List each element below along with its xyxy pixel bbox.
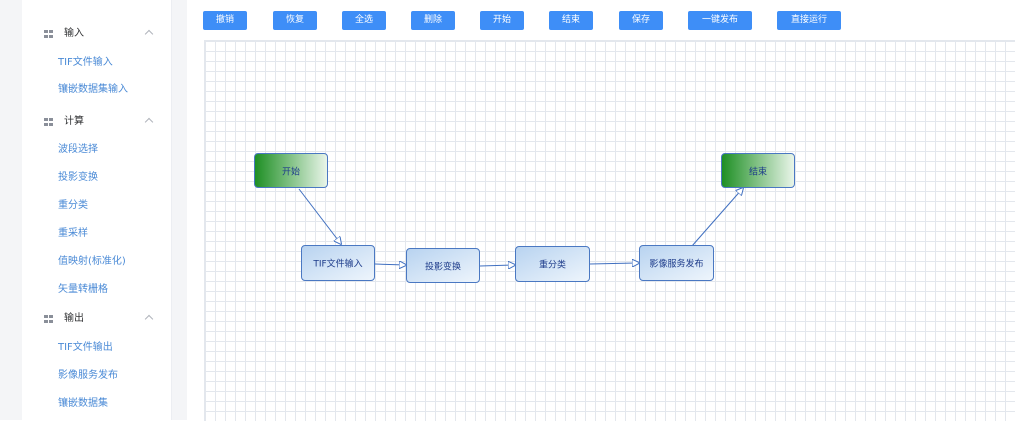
- run-directly-button[interactable]: 直接运行: [777, 11, 841, 30]
- sidebar-item-tif-input[interactable]: TIF文件输入: [58, 57, 113, 68]
- redo-button[interactable]: 恢复: [273, 11, 317, 30]
- edge-publish-to-end: [691, 188, 743, 247]
- sidebar-item-band-select[interactable]: 波段选择: [58, 144, 98, 155]
- undo-button[interactable]: 撤销: [203, 11, 247, 30]
- group-header-output[interactable]: 输出: [22, 305, 171, 333]
- flow-node-start[interactable]: 开始: [254, 153, 328, 188]
- flow-node-end[interactable]: 结束: [721, 153, 795, 188]
- one-click-publish-button[interactable]: 一键发布: [688, 11, 752, 30]
- group-label-input: 输入: [64, 28, 84, 39]
- flow-node-label: 影像服务发布: [649, 259, 704, 270]
- chevron-up-icon: [144, 117, 154, 127]
- chevron-up-icon: [144, 314, 154, 324]
- flow-edges: [298, 41, 1015, 421]
- grid-icon: [44, 315, 53, 323]
- sidebar-item-mosaic-input[interactable]: 镶嵌数据集输入: [58, 84, 128, 95]
- edge-start-to-tif: [298, 188, 341, 244]
- grid-icon: [44, 30, 53, 38]
- save-button[interactable]: 保存: [619, 11, 663, 30]
- flow-canvas[interactable]: 开始 结束 TIF文件输入 投影变换 重分类 影像服务发布: [204, 40, 1015, 421]
- group-label-compute: 计算: [64, 116, 84, 127]
- start-button[interactable]: 开始: [480, 11, 524, 30]
- flow-node-image-publish[interactable]: 影像服务发布: [639, 245, 714, 281]
- sidebar-item-tif-output[interactable]: TIF文件输出: [58, 342, 113, 353]
- flow-node-reclassify[interactable]: 重分类: [515, 246, 590, 282]
- flow-node-label: 投影变换: [424, 262, 461, 272]
- flow-node-label: 结束: [748, 167, 767, 177]
- group-header-compute[interactable]: 计算: [22, 108, 171, 136]
- flow-node-label: 开始: [281, 167, 300, 177]
- flow-node-tif-input[interactable]: TIF文件输入: [301, 245, 375, 281]
- grid-icon: [44, 118, 53, 126]
- sidebar-item-vector-to-raster[interactable]: 矢量转栅格: [58, 284, 108, 295]
- sidebar-item-reclassify[interactable]: 重分类: [58, 200, 88, 211]
- sidebar-item-projection[interactable]: 投影变换: [58, 172, 98, 183]
- sidebar-item-image-publish[interactable]: 影像服务发布: [58, 370, 118, 381]
- select-all-button[interactable]: 全选: [342, 11, 386, 30]
- group-header-input[interactable]: 输入: [22, 20, 171, 48]
- flow-node-projection[interactable]: 投影变换: [406, 248, 480, 283]
- component-sidebar: 输入 TIF文件输入 镶嵌数据集输入 计算 波段选择 投影变换 重分类 重采样 …: [22, 0, 172, 420]
- flow-node-label: 重分类: [538, 260, 566, 271]
- sidebar-item-value-map[interactable]: 值映射(标准化): [58, 256, 126, 267]
- delete-button[interactable]: 删除: [411, 11, 455, 30]
- chevron-up-icon: [144, 29, 154, 39]
- sidebar-item-resample[interactable]: 重采样: [58, 228, 88, 239]
- group-label-output: 输出: [64, 313, 84, 324]
- flow-node-label: TIF文件输入: [313, 259, 363, 270]
- edge-tif-to-projection: [374, 264, 406, 265]
- edge-projection-to-reclassify: [479, 265, 515, 266]
- end-button[interactable]: 结束: [549, 11, 593, 30]
- edge-reclassify-to-publish: [589, 263, 639, 264]
- sidebar-item-mosaic-dataset[interactable]: 镶嵌数据集: [58, 398, 108, 409]
